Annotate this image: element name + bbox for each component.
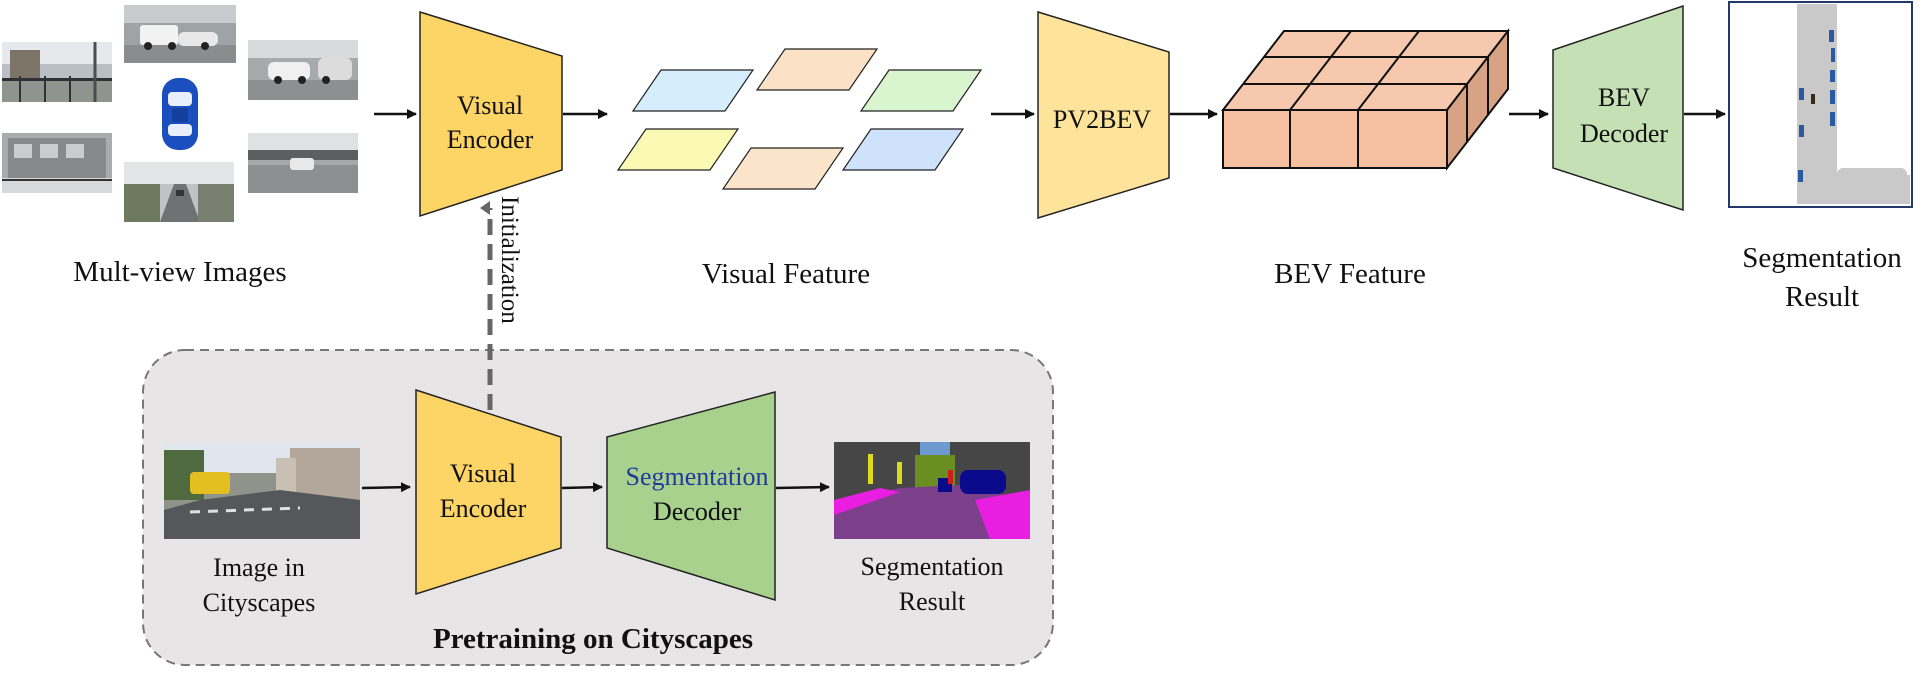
cityscapes-result-label-line1: Segmentation bbox=[861, 552, 1004, 581]
cityscapes-image-label-line2: Cityscapes bbox=[203, 588, 316, 617]
visual-feature-label: Visual Feature bbox=[702, 258, 870, 290]
camera-image-front bbox=[124, 5, 236, 63]
cityscapes-input-image bbox=[164, 443, 360, 539]
multi-view-images bbox=[2, 5, 358, 222]
pretraining-encoder-label-line2: Encoder bbox=[440, 494, 527, 523]
pretraining-panel bbox=[142, 349, 1054, 666]
multi-view-images-label: Mult-view Images bbox=[73, 256, 286, 288]
pretraining-title: Pretraining on Cityscapes bbox=[433, 623, 753, 655]
cityscapes-result-label-line2: Result bbox=[899, 587, 966, 616]
camera-image-front-right bbox=[248, 40, 358, 100]
segmentation-decoder-label-line1: Segmentation bbox=[626, 462, 769, 491]
feature-map-3 bbox=[859, 69, 983, 112]
visual-feature-maps bbox=[616, 48, 983, 190]
bev-feature-cube bbox=[1220, 28, 1511, 171]
feature-map-1 bbox=[631, 69, 755, 112]
segmentation-result-label-line1: Segmentation bbox=[1742, 242, 1902, 274]
segmentation-result-label-line2: Result bbox=[1785, 281, 1859, 313]
bev-feature-label: BEV Feature bbox=[1274, 258, 1426, 290]
arrow-cityscapes-to-encoder bbox=[361, 482, 411, 493]
visual-encoder-label-line1: Visual bbox=[457, 91, 523, 120]
camera-image-back-left bbox=[2, 133, 112, 193]
bev-segmentation-map bbox=[1728, 1, 1913, 208]
segmentation-decoder-label-line2: Decoder bbox=[653, 497, 741, 526]
ego-car-icon bbox=[162, 78, 198, 150]
camera-image-back-right bbox=[248, 133, 358, 193]
feature-map-5 bbox=[721, 147, 845, 190]
initialization-label: Initialization bbox=[496, 196, 523, 324]
visual-encoder-block: Visual Encoder bbox=[419, 10, 563, 218]
arrow-encoder-to-seg-decoder bbox=[561, 482, 603, 493]
feature-map-2 bbox=[755, 48, 879, 91]
segmentation-decoder-block: Segmentation Decoder bbox=[606, 391, 776, 602]
pv2bev-label: PV2BEV bbox=[1053, 105, 1151, 134]
bev-decoder-label-line2: Decoder bbox=[1580, 119, 1668, 148]
bev-decoder-block: BEV Decoder bbox=[1552, 4, 1684, 212]
pretraining-encoder-label-line1: Visual bbox=[450, 459, 516, 488]
arrow-seg-decoder-to-result bbox=[775, 482, 830, 493]
camera-image-back bbox=[124, 162, 234, 222]
bev-decoder-label-line1: BEV bbox=[1598, 83, 1650, 112]
cityscapes-image-label-line1: Image in bbox=[213, 553, 305, 582]
feature-map-4 bbox=[616, 128, 740, 171]
feature-map-6 bbox=[841, 128, 965, 171]
camera-image-front-left bbox=[2, 42, 112, 102]
pv2bev-block: PV2BEV bbox=[1037, 10, 1170, 220]
cityscapes-segmentation-image bbox=[834, 442, 1030, 539]
visual-encoder-label-line2: Encoder bbox=[447, 125, 534, 154]
pretraining-visual-encoder-block: Visual Encoder bbox=[415, 388, 562, 596]
